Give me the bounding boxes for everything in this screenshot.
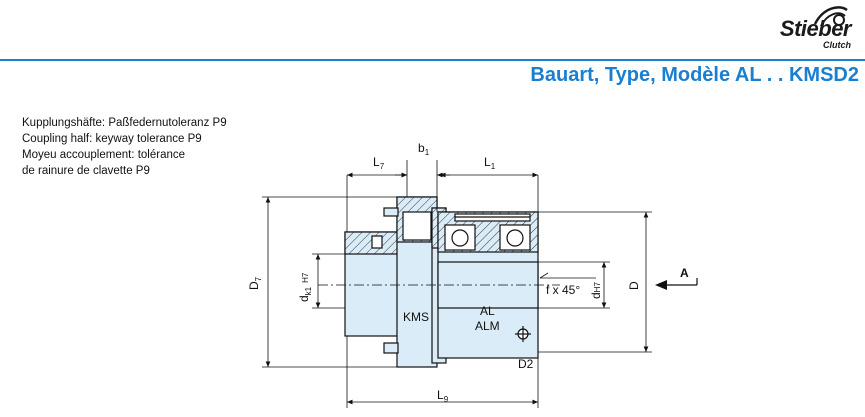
view-a-arrow-icon xyxy=(655,278,698,290)
header-rule xyxy=(0,59,865,61)
brand-swoosh-icon xyxy=(813,6,848,27)
label-alm: ALM xyxy=(475,319,500,333)
dimension-lines xyxy=(262,160,652,408)
keyway-note: Kupplungshäfte: Paßfedernutoleranz P9 Co… xyxy=(22,115,227,179)
dim-l1: L1 xyxy=(484,155,496,171)
note-line: Moyeu accouplement: tolérance xyxy=(22,149,186,161)
dim-d7: D7 xyxy=(247,276,263,290)
page-title: Bauart, Type, Modèle AL . . KMSD2 xyxy=(530,64,859,86)
dim-big-d: D xyxy=(627,281,641,290)
note-line: Kupplungshäfte: Paßfedernutoleranz P9 xyxy=(22,117,227,129)
view-a-label: A xyxy=(680,266,689,280)
dim-d2: D2 xyxy=(518,357,534,371)
coupling-body xyxy=(344,196,539,368)
brand-sub: Clutch xyxy=(823,40,851,50)
dim-d: dH7 xyxy=(589,282,603,299)
dim-dk1: dk1H7 xyxy=(297,272,313,302)
label-al: AL xyxy=(480,304,495,318)
label-kms: KMS xyxy=(403,310,429,324)
dim-l9: L9 xyxy=(437,388,449,404)
dim-l7: L7 xyxy=(373,155,385,171)
note-line: de rainure de clavette P9 xyxy=(22,165,150,177)
brand-logo: Stieber xyxy=(779,16,852,41)
dim-b1: b1 xyxy=(418,141,430,157)
dim-f: f x 45° xyxy=(546,283,580,297)
note-line: Coupling half: keyway tolerance P9 xyxy=(22,133,202,145)
